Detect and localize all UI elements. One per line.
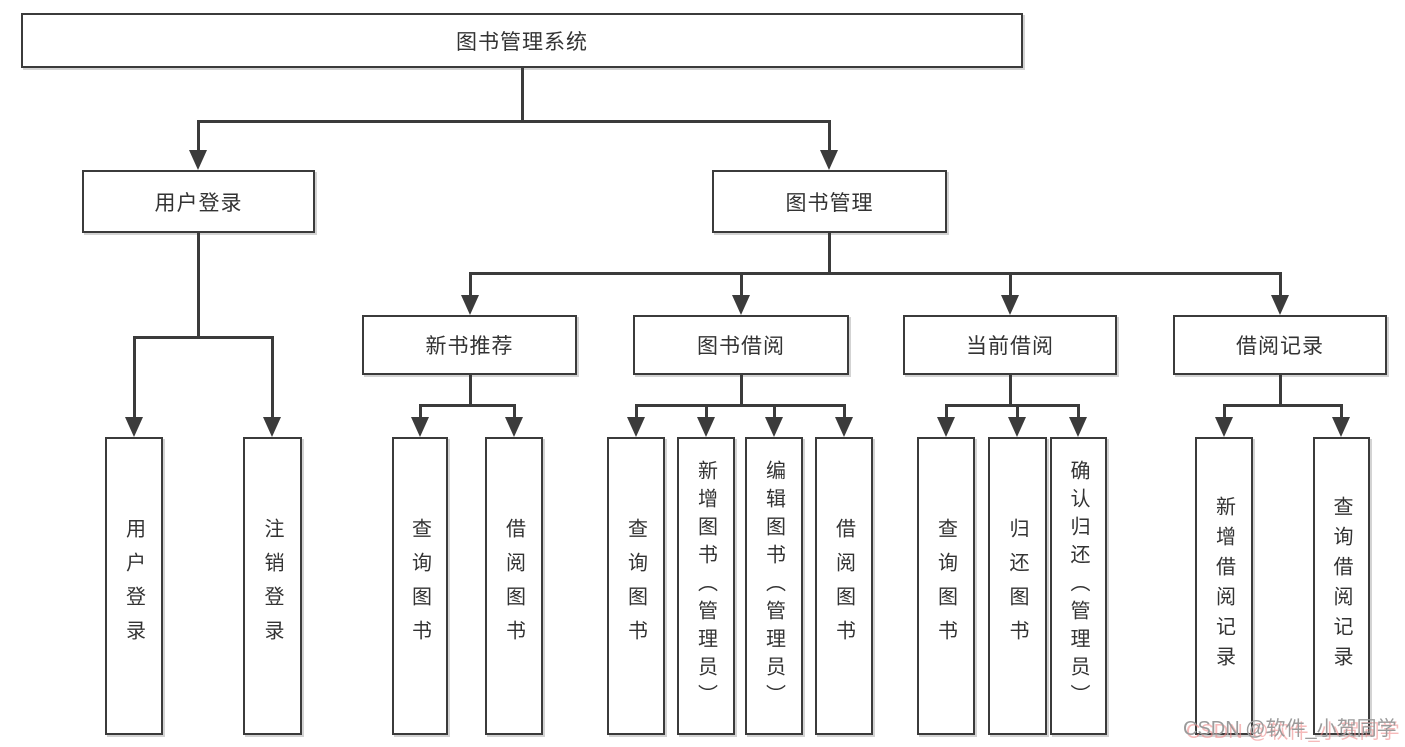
connector-vline (469, 272, 472, 299)
connector-hline (945, 404, 1080, 407)
connector-arrow (1332, 417, 1350, 437)
node-leaf-query-book-1: 查询图书 (392, 437, 448, 735)
node-user-login: 用户登录 (82, 170, 315, 233)
node-borrow-records: 借阅记录 (1173, 315, 1387, 375)
node-leaf-add-borrow-record: 新增借阅记录 (1195, 437, 1253, 735)
connector-vline (740, 272, 743, 299)
connector-arrow (411, 417, 429, 437)
node-leaf-logout: 注销登录 (243, 437, 302, 735)
node-label: 图书借阅 (697, 335, 785, 358)
node-current-borrowing: 当前借阅 (903, 315, 1117, 375)
connector-arrow (1069, 417, 1087, 437)
node-label: 借阅图书 (502, 518, 525, 654)
connector-vline (1016, 404, 1019, 420)
node-leaf-query-book-3: 查询图书 (917, 437, 975, 735)
connector-vline (1009, 272, 1012, 299)
node-label: 查询图书 (934, 518, 957, 654)
connector-vline (271, 336, 274, 421)
connector-vline (521, 67, 524, 120)
connector-arrow (937, 417, 955, 437)
connector-vline (1340, 404, 1343, 420)
node-label: 查询图书 (408, 518, 431, 654)
connector-arrow (1008, 417, 1026, 437)
node-label: 新增图书（管理员） (694, 460, 717, 712)
connector-hline (197, 120, 831, 123)
connector-vline (740, 375, 743, 407)
connector-vline (828, 120, 831, 158)
connector-arrow (627, 417, 645, 437)
node-leaf-query-borrow-record: 查询借阅记录 (1313, 437, 1370, 735)
connector-arrow (732, 295, 750, 315)
node-leaf-borrow-book-2: 借阅图书 (815, 437, 873, 735)
node-leaf-add-book-admin: 新增图书（管理员） (677, 437, 735, 735)
node-leaf-edit-book-admin: 编辑图书（管理员） (745, 437, 803, 735)
node-new-book-recommend: 新书推荐 (362, 315, 577, 375)
connector-vline (945, 404, 948, 420)
node-leaf-borrow-book-1: 借阅图书 (485, 437, 543, 735)
node-label: 查询借阅记录 (1330, 496, 1352, 676)
node-label: 用户登录 (154, 191, 243, 215)
connector-hline (419, 404, 516, 407)
node-label: 借阅记录 (1236, 335, 1324, 358)
connector-arrow (1271, 295, 1289, 315)
connector-arrow (765, 417, 783, 437)
node-label: 图书管理系统 (456, 30, 588, 54)
node-leaf-user-login: 用户登录 (105, 437, 163, 735)
node-label: 新增借阅记录 (1212, 496, 1235, 676)
connector-vline (773, 404, 776, 420)
connector-vline (1077, 404, 1080, 420)
connector-arrow (125, 417, 143, 437)
connector-arrow (505, 417, 523, 437)
connector-vline (1279, 272, 1282, 299)
connector-vline (1279, 375, 1282, 407)
connector-hline (133, 336, 274, 339)
node-label: 新书推荐 (425, 335, 514, 358)
connector-arrow (263, 417, 281, 437)
connector-vline (1009, 375, 1012, 407)
node-label: 当前借阅 (966, 335, 1054, 358)
csdn-watermark: CSDN @软件_小贺同学 (1183, 718, 1397, 740)
connector-arrow (820, 150, 838, 170)
node-label: 注销登录 (261, 518, 283, 654)
node-leaf-return-book: 归还图书 (988, 437, 1047, 735)
connector-hline (635, 404, 846, 407)
connector-vline (197, 120, 200, 158)
connector-arrow (189, 150, 207, 170)
connector-vline (828, 233, 831, 275)
connector-vline (1223, 404, 1226, 420)
connector-vline (513, 404, 516, 420)
connector-vline (419, 404, 422, 420)
connector-hline (1223, 404, 1343, 407)
connector-hline (469, 272, 1281, 275)
node-leaf-query-book-2: 查询图书 (607, 437, 665, 735)
connector-vline (197, 233, 200, 336)
node-label: 用户登录 (122, 518, 145, 654)
node-library-system: 图书管理系统 (21, 13, 1023, 68)
node-label: 借阅图书 (832, 518, 855, 654)
node-label: 归还图书 (1006, 518, 1028, 654)
connector-vline (133, 336, 136, 421)
node-label: 编辑图书（管理员） (762, 460, 785, 712)
node-label: 图书管理 (785, 191, 874, 215)
connector-vline (469, 375, 472, 407)
connector-arrow (835, 417, 853, 437)
node-label: 确认归还（管理员） (1067, 460, 1089, 712)
connector-vline (705, 404, 708, 420)
node-label: 查询图书 (624, 518, 647, 654)
connector-arrow (697, 417, 715, 437)
connector-arrow (1001, 295, 1019, 315)
node-leaf-confirm-return-admin: 确认归还（管理员） (1050, 437, 1107, 735)
connector-vline (843, 404, 846, 420)
connector-arrow (461, 295, 479, 315)
node-book-borrowing: 图书借阅 (633, 315, 849, 375)
connector-vline (635, 404, 638, 420)
node-book-management: 图书管理 (712, 170, 947, 233)
connector-arrow (1215, 417, 1233, 437)
